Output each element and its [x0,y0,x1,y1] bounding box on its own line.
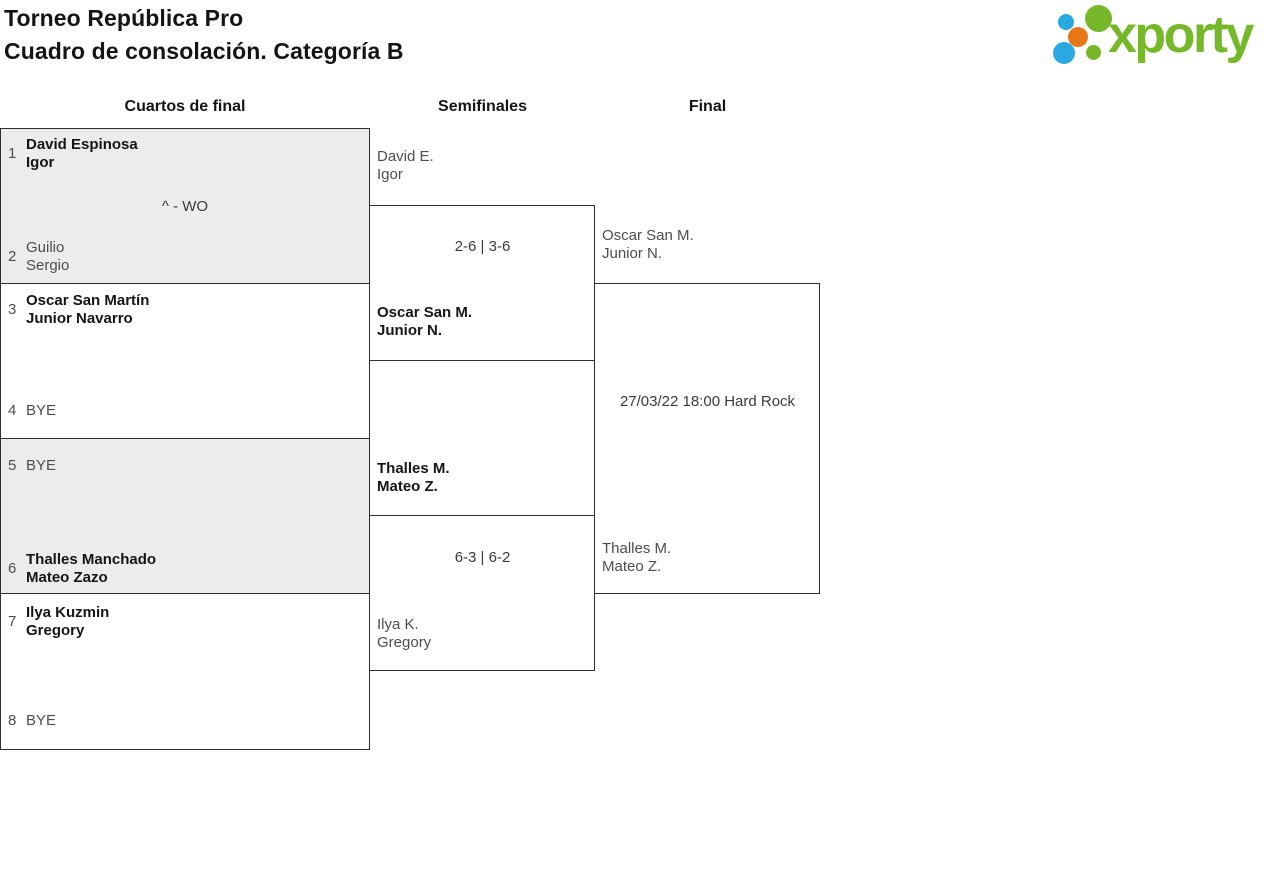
logo-dot-blue-large-icon [1053,42,1075,64]
team-name-line: Ilya Kuzmin [26,604,110,621]
team-name-line: Oscar San M. [377,304,473,321]
team-name-line: Thalles M. [377,460,450,477]
team-name-line: Oscar San Martín [26,292,150,309]
match-box-qf4[interactable] [0,593,370,750]
qf4-team-bottom: 8 BYE [8,712,56,730]
logo-dot-blue-small-icon [1058,14,1074,30]
match-box-final[interactable] [594,283,820,594]
team-name-line: Junior N. [602,245,663,262]
team-name-line: David E. [377,148,434,165]
sf2-team-top: Thalles M. Mateo Z. [377,460,450,496]
sf1-team-top: David E. Igor [377,148,434,184]
qf3-team-bottom: 6 Thalles Manchado Mateo Zazo [8,551,156,587]
logo-dot-green-large-icon [1085,5,1112,32]
team-name-line: Mateo Z. [602,558,662,575]
logo-dot-orange-icon [1068,27,1088,47]
team-name-line: Thalles Manchado [26,551,157,568]
sf1-team-bottom: Oscar San M. Junior N. [377,304,472,340]
seed-number: 2 [8,248,17,265]
seed-number: 4 [8,402,17,419]
sf2-score: 6-3 | 6-2 [454,549,511,566]
sf1-score: 2-6 | 3-6 [454,238,511,255]
team-name-line: Igor [26,154,55,171]
team-name-line: BYE [26,712,57,729]
final-team-bottom: Thalles M. Mateo Z. [602,540,671,576]
page-title: Torneo República Pro Cuadro de consolaci… [4,2,404,68]
round-header-quarterfinals: Cuartos de final [124,98,246,115]
round-header-semifinals: Semifinales [438,98,527,115]
qf2-team-bottom: 4 BYE [8,402,56,420]
team-name-line: Thalles M. [602,540,672,557]
team-name-line: Igor [377,166,403,183]
logo-wordmark: xporty [1108,6,1254,64]
tournament-name: Torneo República Pro [4,5,244,31]
team-name-line: Oscar San M. [602,227,694,244]
team-name-line: BYE [26,457,57,474]
team-name-line: Mateo Zazo [26,569,108,586]
seed-number: 1 [8,145,17,162]
team-name-line: Ilya K. [377,616,419,633]
draw-name: Cuadro de consolación. Categoría B [4,38,404,64]
team-name-line: Sergio [26,257,70,274]
seed-number: 6 [8,560,17,577]
seed-number: 8 [8,712,17,729]
team-name-line: BYE [26,402,57,419]
team-name-line: Gregory [26,622,85,639]
team-name-line: David Espinosa [26,136,138,153]
seed-number: 7 [8,613,17,630]
qf3-team-top: 5 BYE [8,457,56,475]
match-box-qf1[interactable] [0,128,370,284]
team-name-line: Guilio [26,239,65,256]
qf1-team-bottom: 2 Guilio Sergio [8,239,69,275]
team-name-line: Junior N. [377,322,443,339]
seed-number: 5 [8,457,17,474]
seed-number: 3 [8,301,17,318]
sf2-team-bottom: Ilya K. Gregory [377,616,431,652]
final-schedule: 27/03/22 18:00 Hard Rock [619,393,796,410]
qf1-team-top: 1 David Espinosa Igor [8,136,138,172]
qf2-team-top: 3 Oscar San Martín Junior Navarro [8,292,149,328]
logo-dot-green-small-icon [1086,45,1101,60]
team-name-line: Junior Navarro [26,310,133,327]
team-name-line: Mateo Z. [377,478,438,495]
qf4-team-top: 7 Ilya Kuzmin Gregory [8,604,109,640]
round-header-final: Final [688,98,727,115]
final-team-top: Oscar San M. Junior N. [602,227,694,263]
team-name-line: Gregory [377,634,432,651]
qf1-walkover-note: ^ - WO [161,198,209,215]
